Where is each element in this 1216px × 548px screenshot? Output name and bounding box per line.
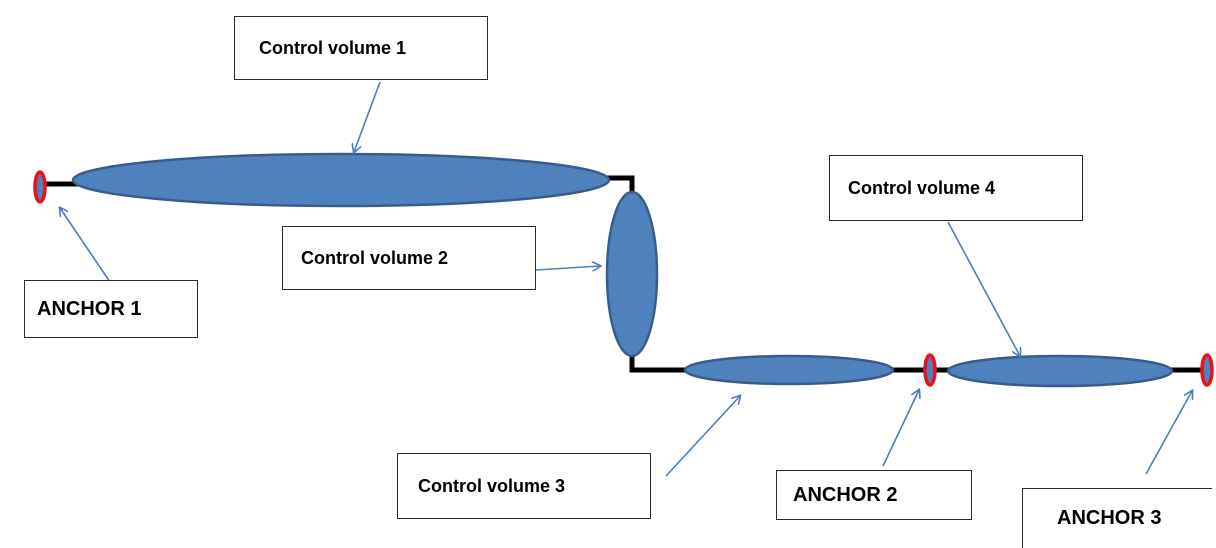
arrow-control-volume-3 [665,396,740,477]
pipe-diagram [33,81,1214,477]
control-volume-3-label: Control volume 3 [397,453,651,519]
control-volume-4-ellipse [946,354,1174,388]
control-volume-1-ellipse [71,152,611,208]
anchor-1-marker [33,170,47,204]
control-volume-1-label: Control volume 1 [234,16,488,80]
anchor-2-marker [923,353,937,387]
anchor-1-label: ANCHOR 1 [24,280,198,338]
control-volume-4-text: Control volume 4 [848,177,996,198]
anchor-3-marker [1200,353,1214,387]
control-volume-2-label: Control volume 2 [282,226,536,290]
control-volume-1-text: Control volume 1 [259,37,407,58]
anchor-3-label: ANCHOR 3 [1022,488,1212,548]
arrow-control-volume-4 [947,221,1020,356]
control-volume-4-label: Control volume 4 [829,155,1083,221]
control-volume-2-ellipse [605,190,659,358]
anchor-2-text: ANCHOR 2 [793,483,898,506]
control-volume-2-text: Control volume 2 [301,247,449,268]
arrow-anchor-3 [1145,391,1192,475]
anchor-1-text: ANCHOR 1 [37,297,142,320]
pipe-line [44,175,1204,373]
arrow-anchor-1 [60,208,111,283]
arrow-control-volume-1 [354,81,381,152]
anchor-2-label: ANCHOR 2 [776,470,972,520]
control-volume-3-text: Control volume 3 [418,475,566,496]
arrow-anchor-2 [882,390,919,467]
control-volume-3-ellipse [683,354,895,386]
anchor-3-text: ANCHOR 3 [1057,507,1162,529]
arrow-control-volume-2 [535,266,600,270]
